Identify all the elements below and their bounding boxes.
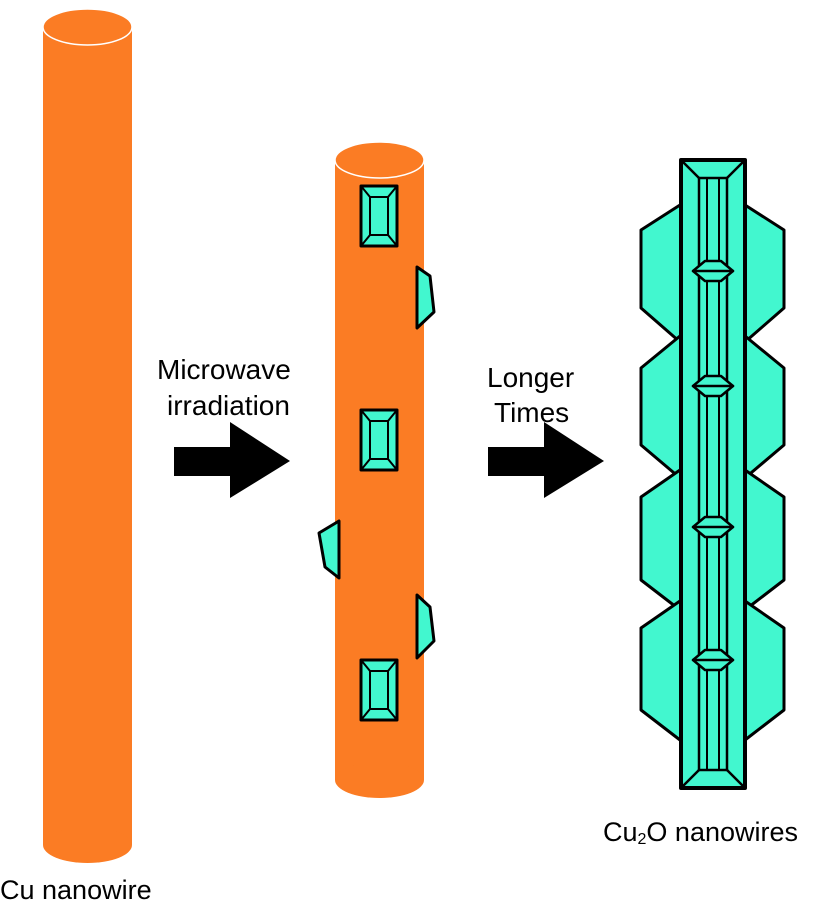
cu-nanowire-label: Cu nanowire	[0, 875, 152, 905]
product-subscript: 2	[637, 831, 647, 848]
intermediate-wire-bottom	[335, 762, 424, 798]
longer-label: Longer	[487, 362, 575, 393]
irradiation-label: irradiation	[167, 390, 290, 421]
cu2o-side-nucleus	[317, 519, 341, 580]
cu2o-crystal	[359, 184, 399, 248]
cu-nanowire	[42, 8, 133, 863]
cu2o-nanowire	[639, 158, 786, 790]
right-arrow-icon	[174, 422, 290, 498]
cu-nanowire-bottom	[43, 827, 132, 863]
product-suffix: O nanowires	[646, 817, 798, 847]
cu2o-crystal	[359, 658, 399, 722]
cu2o-side-nucleus	[415, 593, 436, 660]
cu2o-junction	[691, 515, 735, 539]
cu-nanowire-body	[43, 27, 132, 845]
microwave-label: Microwave	[157, 354, 291, 385]
times-label: Times	[494, 397, 570, 428]
cu-nanowire-top	[42, 8, 133, 46]
cu2o-side-nucleus	[415, 265, 436, 330]
cu2o-junction	[691, 259, 735, 283]
cu-nanowire-with-nuclei	[317, 141, 436, 798]
cu2o-crystal	[359, 408, 399, 472]
cu2o-nanowires-label: Cu2O nanowires	[603, 815, 798, 857]
product-prefix: Cu	[603, 817, 638, 847]
cu2o-column	[679, 158, 747, 790]
cu2o-junction	[691, 648, 735, 672]
intermediate-wire-top	[334, 141, 425, 179]
right-arrow-icon	[488, 422, 604, 498]
cu2o-junction	[691, 374, 735, 398]
